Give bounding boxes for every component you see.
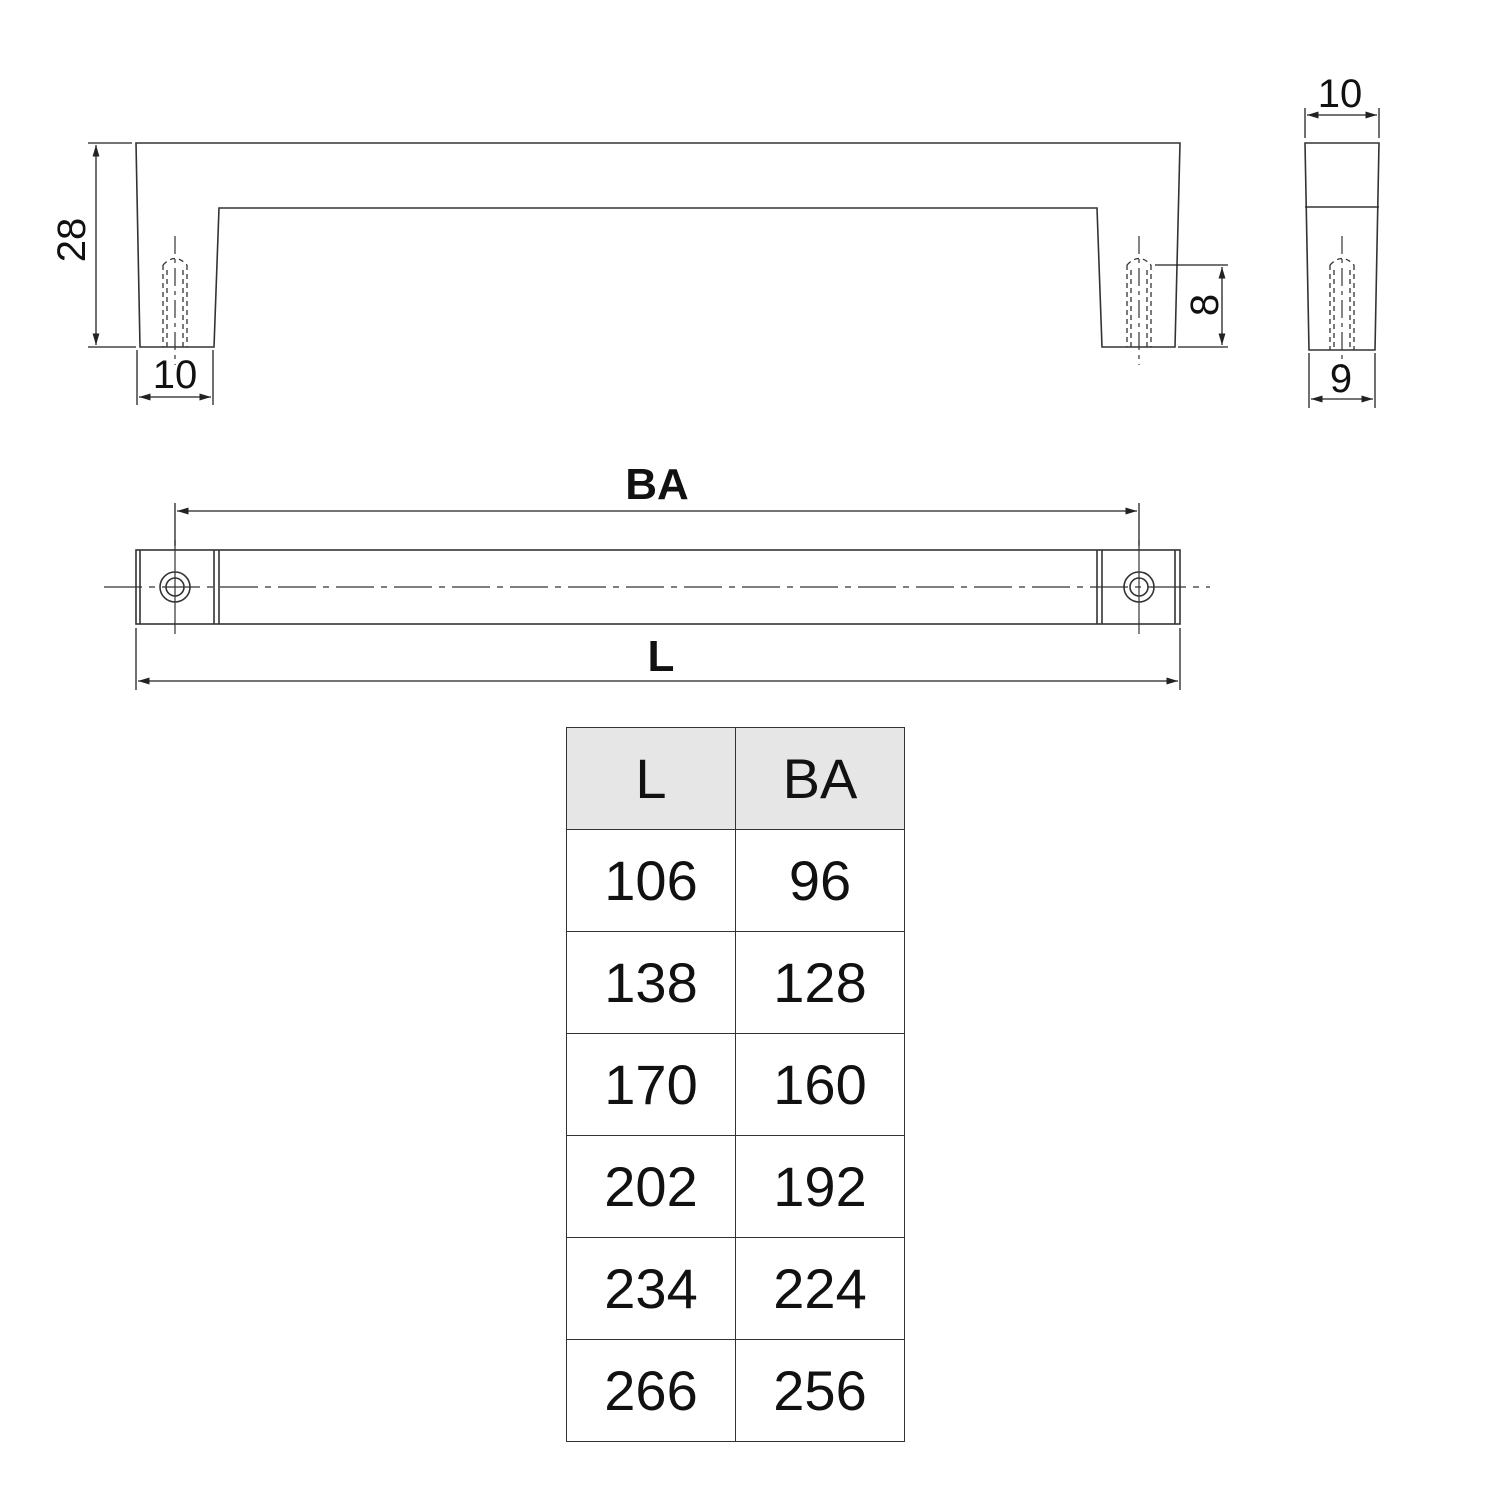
table-cell-ba: 96	[735, 829, 905, 932]
table-cell-ba: 224	[735, 1237, 905, 1340]
table-row: 202 192	[566, 1135, 905, 1238]
table-row: 170 160	[566, 1033, 905, 1136]
front-view	[135, 142, 1181, 365]
dimension-8-label: 8	[1183, 294, 1227, 316]
table-cell-ba: 160	[735, 1033, 905, 1136]
table-cell-l: 138	[566, 931, 736, 1034]
table-row: 266 256	[566, 1339, 905, 1442]
handle-outline	[135, 142, 1181, 348]
dimension-10-foot-label: 10	[153, 353, 198, 397]
table-cell-l: 170	[566, 1033, 736, 1136]
side-thread-hidden	[1329, 257, 1355, 350]
dimension-l	[135, 628, 1181, 690]
side-outline	[1304, 142, 1380, 351]
table-row: 234 224	[566, 1237, 905, 1340]
table-header-row: L BA	[566, 727, 905, 830]
table-cell-l: 202	[566, 1135, 736, 1238]
table-header-l: L	[566, 727, 736, 830]
table-cell-l: 266	[566, 1339, 736, 1442]
left-thread-hidden	[162, 257, 188, 347]
dimension-height	[88, 142, 136, 348]
dimension-10-side-label: 10	[1318, 72, 1363, 116]
dimension-28-label: 28	[50, 218, 94, 263]
dimension-ba-label: BA	[625, 460, 689, 509]
dimension-foot-width	[136, 350, 214, 405]
table-header-ba: BA	[735, 727, 905, 830]
dimension-9-label: 9	[1330, 357, 1352, 401]
dimension-ba	[174, 503, 1140, 546]
table-row: 138 128	[566, 931, 905, 1034]
table-cell-ba: 192	[735, 1135, 905, 1238]
table-cell-l: 234	[566, 1237, 736, 1340]
table-cell-ba: 256	[735, 1339, 905, 1442]
table-row: 106 96	[566, 829, 905, 932]
table-cell-l: 106	[566, 829, 736, 932]
side-view	[1304, 142, 1380, 368]
technical-drawing: 28 10 8 10 9	[50, 72, 1380, 690]
dimension-l-label: L	[648, 632, 675, 681]
top-view	[104, 540, 1210, 634]
dimension-thread-depth	[1155, 264, 1228, 348]
dimension-side-top	[1304, 108, 1380, 138]
table-cell-ba: 128	[735, 931, 905, 1034]
right-thread-hidden	[1126, 257, 1152, 347]
dimension-side-bottom	[1308, 353, 1376, 408]
size-table: L BA 106 96 138 128 170 160 202 192 234 …	[566, 727, 905, 1442]
